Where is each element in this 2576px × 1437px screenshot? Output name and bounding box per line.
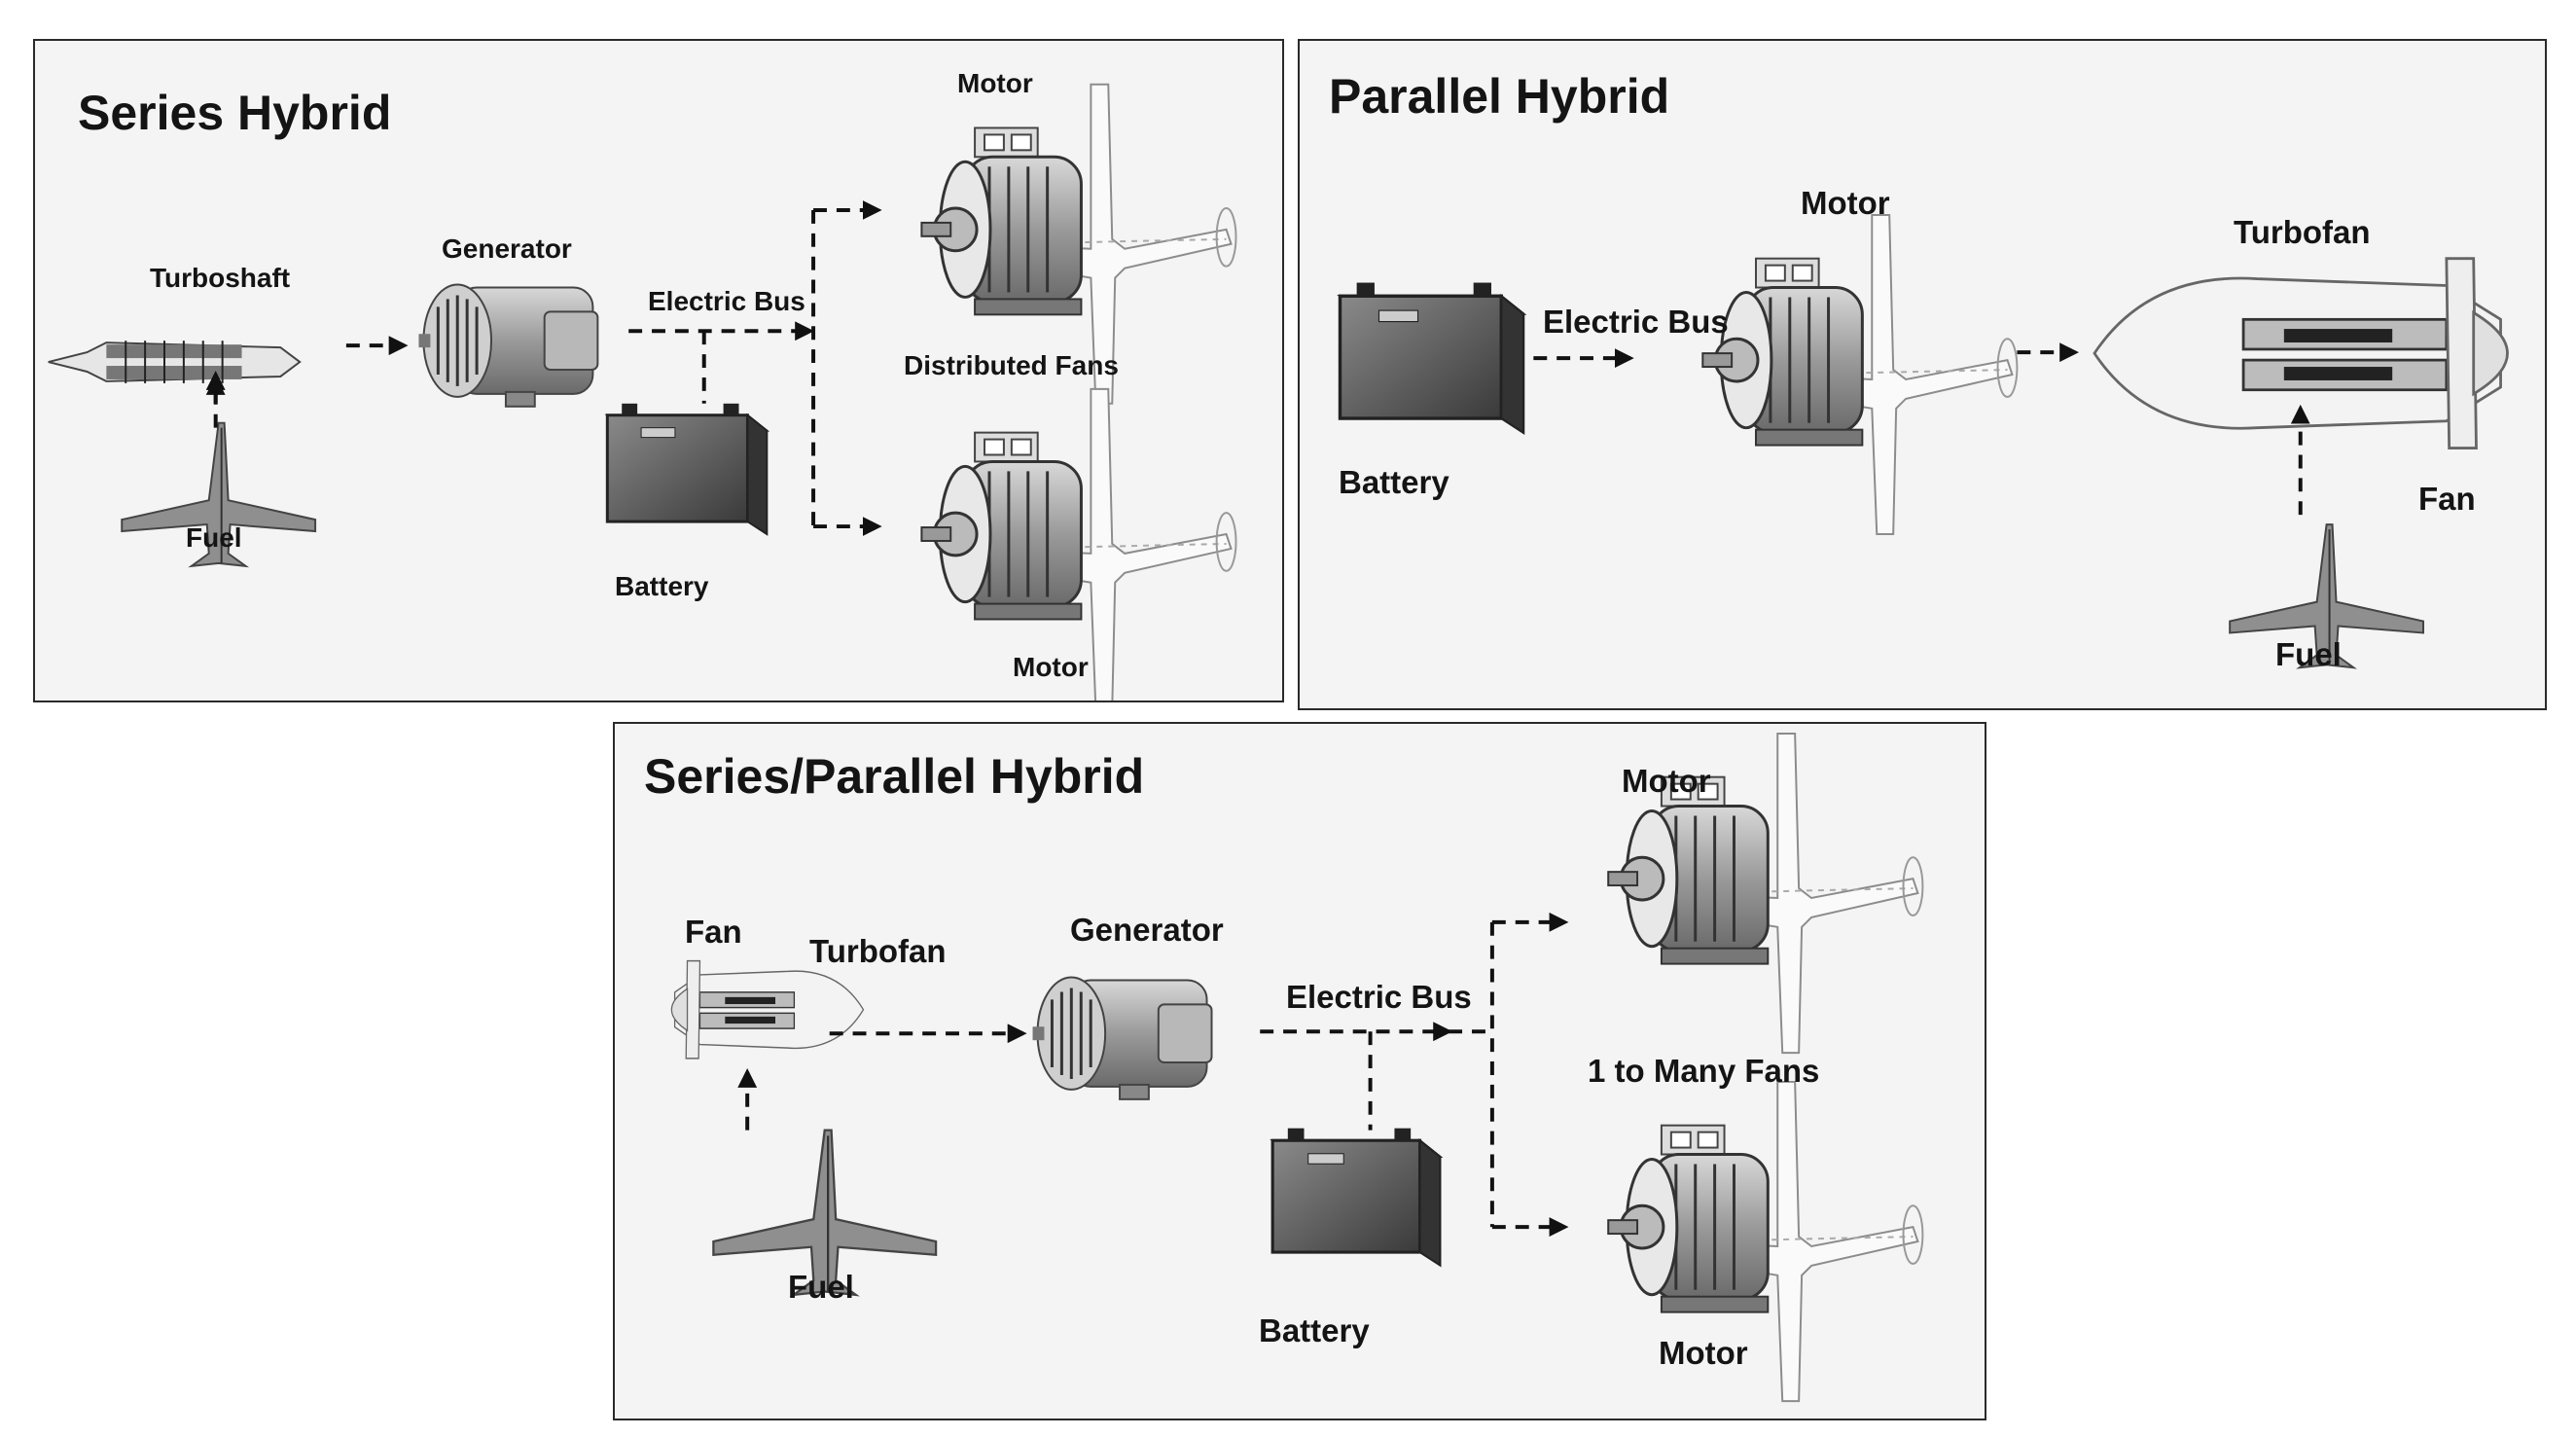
- battery-icon: [1338, 280, 1525, 435]
- fuel-label: Fuel: [186, 522, 242, 553]
- battery-icon: [605, 402, 769, 536]
- motor-icon: [1700, 213, 2019, 536]
- electric-bus-label: Electric Bus: [648, 286, 805, 316]
- motor-label: Motor: [1801, 185, 1890, 221]
- fan-label: Fan: [2418, 481, 2476, 517]
- fans-count-label: 1 to Many Fans: [1588, 1053, 1820, 1089]
- motor-bottom-label: Motor: [1659, 1335, 1748, 1371]
- battery-label: Battery: [1259, 1312, 1370, 1348]
- turbofan-icon: [670, 959, 865, 1060]
- turboshaft-icon: [47, 340, 302, 384]
- motor-top-label: Motor: [957, 68, 1033, 98]
- distributed-fans-label: Distributed Fans: [904, 350, 1119, 380]
- panel-title: Parallel Hybrid: [1329, 69, 1670, 124]
- battery-icon: [1270, 1127, 1443, 1268]
- turbofan-label: Turbofan: [2234, 214, 2371, 250]
- generator-icon: [416, 283, 599, 409]
- parallel-hybrid-panel: Parallel Hybrid Battery Electric Bus Mot…: [1298, 39, 2547, 710]
- battery-label: Battery: [615, 571, 709, 601]
- series-hybrid-panel: Series Hybrid Turboshaft Generator Elect…: [33, 39, 1284, 702]
- generator-icon: [1031, 976, 1213, 1101]
- series-hybrid-diagram: [47, 83, 1237, 701]
- parallel-hybrid-diagram: [1338, 213, 2509, 669]
- electric-bus-label: Electric Bus: [1286, 979, 1472, 1015]
- fuel-label: Fuel: [788, 1269, 854, 1305]
- motor-top-label: Motor: [1622, 763, 1711, 799]
- turbofan-label: Turbofan: [809, 933, 947, 969]
- electric-bus-label: Electric Bus: [1543, 304, 1729, 340]
- series-parallel-hybrid-diagram: [670, 732, 1924, 1403]
- panel-title: Series/Parallel Hybrid: [644, 749, 1145, 804]
- turboshaft-label: Turboshaft: [150, 263, 291, 293]
- series-parallel-hybrid-panel: Series/Parallel Hybrid Fan Turbofan Gene…: [613, 722, 1986, 1420]
- fuel-label: Fuel: [2275, 636, 2342, 672]
- battery-label: Battery: [1339, 464, 1449, 500]
- panel-title: Series Hybrid: [78, 86, 392, 140]
- generator-label: Generator: [442, 234, 572, 264]
- motor-bottom-icon: [1606, 1080, 1924, 1403]
- motor-bottom-label: Motor: [1013, 652, 1089, 682]
- fan-label: Fan: [685, 914, 742, 950]
- generator-label: Generator: [1070, 912, 1224, 948]
